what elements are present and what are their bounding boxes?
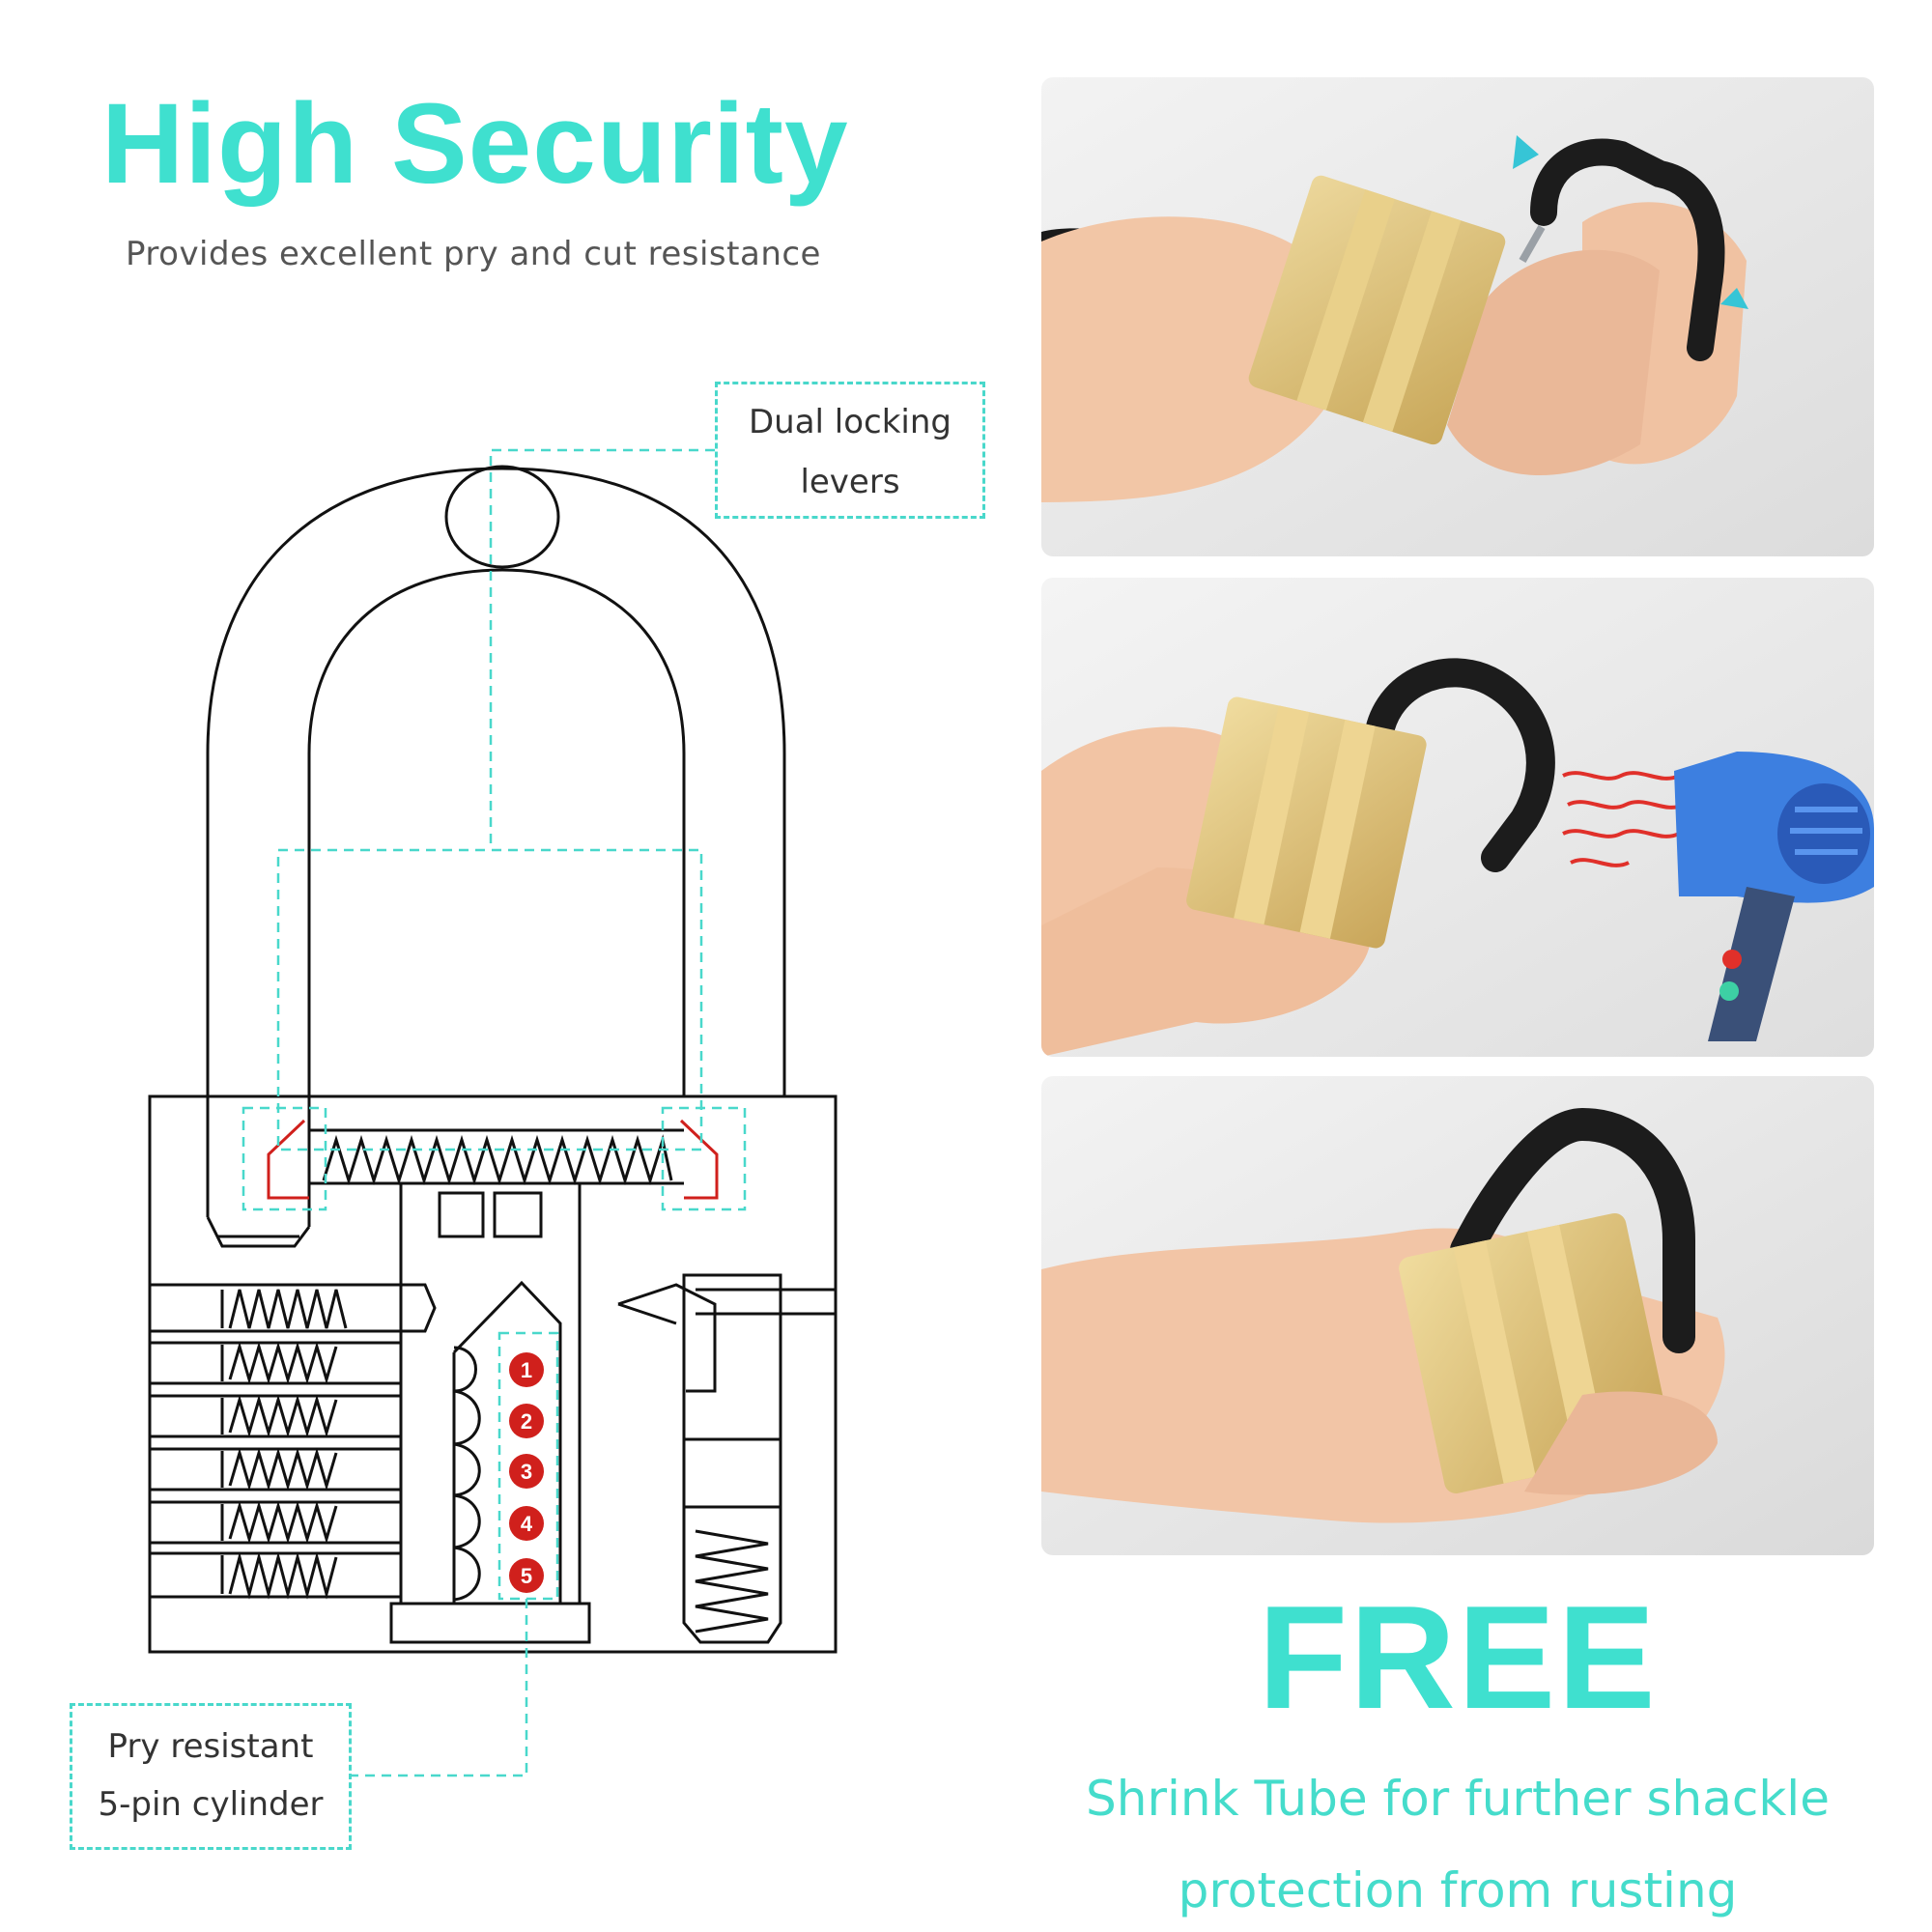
photo-finished-padlock [1041, 1076, 1874, 1555]
callout-top-line1: Dual locking [748, 403, 952, 441]
pin-number-3: 3 [521, 1460, 532, 1484]
pin-number-1: 1 [521, 1358, 532, 1382]
pin-number-2: 2 [521, 1409, 532, 1434]
photo-heat-shrink-tube [1041, 578, 1874, 1057]
callout-dual-locking-levers: Dual locking levers [715, 382, 985, 519]
promo-title: FREE [1258, 1576, 1658, 1740]
pin-number-5: 5 [521, 1564, 532, 1588]
headline: High Security [101, 80, 849, 208]
callout-bottom-line1: Pry resistant [107, 1727, 314, 1766]
padlock-cutaway-diagram: 1 2 3 4 5 [148, 448, 838, 1777]
pin-markers [509, 1352, 544, 1593]
photo-install-shrink-tube [1041, 77, 1874, 556]
subheadline: Provides excellent pry and cut resistanc… [126, 235, 821, 273]
callout-pry-resistant-cylinder: Pry resistant 5-pin cylinder [70, 1703, 352, 1850]
promo-line1: Shrink Tube for further shackle [1086, 1771, 1830, 1827]
callout-top-line2: levers [800, 463, 900, 501]
pin-number-4: 4 [521, 1512, 533, 1536]
promo-line2: protection from rusting [1178, 1862, 1738, 1918]
promo-description: Shrink Tube for further shackle protecti… [1041, 1753, 1874, 1932]
callout-bottom-line2: 5-pin cylinder [98, 1785, 324, 1824]
